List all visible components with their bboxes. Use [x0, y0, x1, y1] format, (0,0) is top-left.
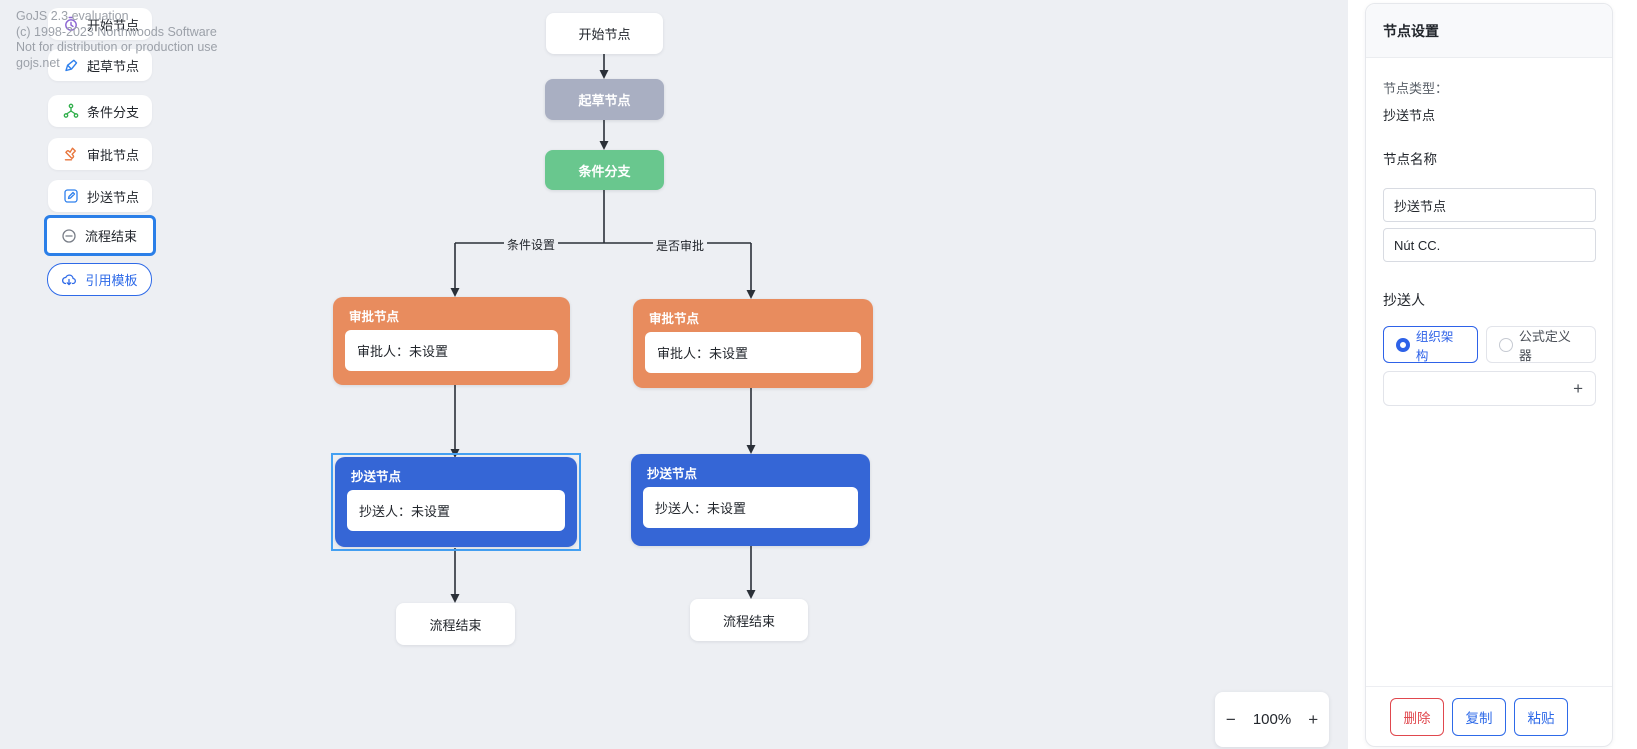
- node-end-left[interactable]: 流程结束: [396, 603, 515, 645]
- node-cc-box[interactable]: 抄送人：未设置: [643, 487, 858, 528]
- radio-label: 组织架构: [1415, 329, 1454, 363]
- palette-item-condition[interactable]: 条件分支: [48, 95, 152, 127]
- node-title: 抄送节点: [351, 470, 402, 484]
- node-draft[interactable]: 起草节点: [545, 79, 664, 120]
- branch-icon: [63, 103, 79, 118]
- node-cc-left-selected[interactable]: 抄送节点 抄送人：未设置: [335, 457, 577, 547]
- node-settings-panel: 节点设置 节点类型： 抄送节点 节点名称 抄送人 组织架构 公式定义器 +: [1365, 3, 1613, 747]
- palette-item-label: 抄送节点: [87, 189, 140, 205]
- node-assignee-box[interactable]: 审批人：未设置: [345, 330, 558, 371]
- add-cc-person-box[interactable]: +: [1383, 371, 1596, 406]
- palette-item-draft[interactable]: 起草节点: [48, 49, 152, 81]
- palette-item-cc[interactable]: 抄送节点: [48, 180, 152, 212]
- use-template-label: 引用模板: [85, 273, 138, 288]
- node-name-input[interactable]: [1383, 188, 1596, 222]
- node-title: 审批节点: [649, 312, 700, 326]
- node-label: 起草节点: [578, 93, 631, 108]
- zoom-in-button[interactable]: +: [1308, 710, 1319, 729]
- use-template-button[interactable]: 引用模板: [47, 263, 152, 296]
- node-label: 开始节点: [578, 27, 631, 42]
- node-end-right[interactable]: 流程结束: [690, 599, 808, 641]
- cc-person-label: 抄送人: [1383, 292, 1425, 308]
- node-name-input-alt[interactable]: [1383, 228, 1596, 262]
- node-cc-box[interactable]: 抄送人：未设置: [347, 490, 565, 531]
- node-cc-right[interactable]: 抄送节点 抄送人：未设置: [631, 454, 870, 546]
- node-approval-left[interactable]: 审批节点 审批人：未设置: [333, 297, 570, 385]
- delete-button[interactable]: 删除: [1390, 697, 1444, 736]
- stamp-icon: [64, 147, 76, 161]
- diagram-canvas[interactable]: 开始节点 起草节点 条件分支 审批节点 抄送节点: [0, 0, 1348, 749]
- radio-formula-definer[interactable]: 公式定义器: [1486, 326, 1596, 363]
- node-label: 流程结束: [722, 613, 775, 629]
- node-approval-right[interactable]: 审批节点 审批人：未设置: [633, 299, 873, 388]
- palette-item-label: 审批节点: [87, 147, 140, 163]
- radio-org-structure[interactable]: 组织架构: [1383, 326, 1479, 363]
- palette-item-approval[interactable]: 审批节点: [48, 138, 152, 170]
- palette-item-label: 起草节点: [87, 58, 140, 74]
- cc-mode-radio-group: 组织架构 公式定义器: [1383, 326, 1596, 363]
- node-label: 条件分支: [578, 163, 631, 179]
- node-label: 流程结束: [429, 617, 482, 633]
- node-type-value: 抄送节点: [1383, 108, 1436, 123]
- zoom-level: 100%: [1252, 711, 1292, 728]
- palette-item-label: 条件分支: [87, 104, 140, 120]
- edit-square-icon: [64, 189, 78, 203]
- node-start[interactable]: 开始节点: [546, 13, 663, 54]
- plus-icon[interactable]: +: [1573, 378, 1583, 398]
- panel-body: 节点类型： 抄送节点 节点名称 抄送人 组织架构 公式定义器 +: [1366, 58, 1612, 686]
- palette-item-end[interactable]: 流程结束: [44, 215, 156, 256]
- paste-button[interactable]: 粘贴: [1514, 697, 1568, 736]
- panel-title: 节点设置: [1366, 4, 1612, 58]
- radio-unchecked-icon: [1499, 337, 1513, 352]
- node-assignee-box[interactable]: 审批人：未设置: [645, 332, 861, 373]
- palette-item-label: 开始节点: [87, 17, 140, 33]
- palette-item-label: 流程结束: [85, 229, 138, 244]
- node-title: 审批节点: [349, 310, 400, 324]
- node-name-label: 节点名称: [1383, 152, 1437, 167]
- timer-icon: [65, 16, 77, 31]
- panel-footer: 删除 复制 粘贴: [1366, 686, 1612, 746]
- draft-pen-icon: [65, 59, 78, 72]
- node-condition[interactable]: 条件分支: [545, 150, 664, 190]
- zoom-control: − 100% +: [1215, 692, 1329, 747]
- cloud-download-icon: [62, 273, 77, 285]
- radio-label: 公式定义器: [1518, 328, 1571, 363]
- copy-button[interactable]: 复制: [1452, 697, 1506, 736]
- minus-circle-icon: [62, 228, 76, 243]
- node-title: 抄送节点: [647, 467, 698, 481]
- link-label-right: 是否审批: [653, 237, 708, 254]
- link-label-left: 条件设置: [504, 236, 559, 253]
- zoom-out-button[interactable]: −: [1225, 710, 1236, 729]
- node-type-label: 节点类型：: [1383, 81, 1449, 96]
- palette-item-start[interactable]: 开始节点: [48, 8, 152, 40]
- radio-checked-icon: [1396, 337, 1410, 352]
